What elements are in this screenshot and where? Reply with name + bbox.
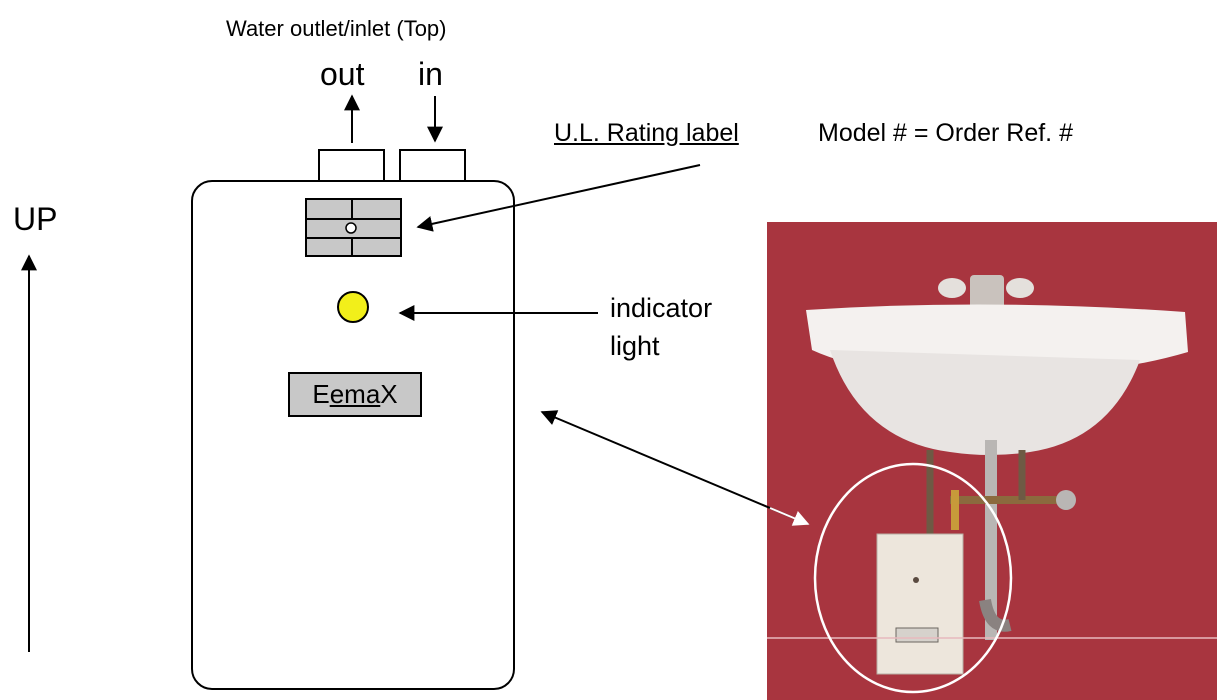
indicator-label-line1: indicator — [610, 293, 713, 323]
up-label: UP — [13, 201, 58, 237]
in-label: in — [418, 56, 443, 92]
rating-label-arrow — [416, 164, 701, 232]
outlet-connector — [318, 149, 385, 182]
photo-link-arrow — [540, 410, 809, 525]
rating-label-block — [305, 198, 402, 257]
photo-link-arrow-tip — [769, 507, 810, 526]
brand-part2: ema — [329, 379, 381, 409]
indicator-label-line2: light — [610, 331, 660, 361]
indicator-light — [337, 291, 369, 323]
brand-part1: E — [312, 379, 330, 409]
heater-body-outline — [191, 180, 515, 690]
brand-part3: X — [380, 379, 398, 409]
diagram-title: Water outlet/inlet (Top) — [226, 16, 447, 41]
model-label-text: Model # = Order Ref. # — [818, 119, 1073, 147]
sink-photo — [767, 222, 1217, 700]
highlight-ellipse — [813, 462, 1013, 694]
inlet-connector — [399, 149, 466, 182]
out-label: out — [320, 56, 365, 92]
rating-label-text: U.L. Rating label — [554, 119, 739, 147]
